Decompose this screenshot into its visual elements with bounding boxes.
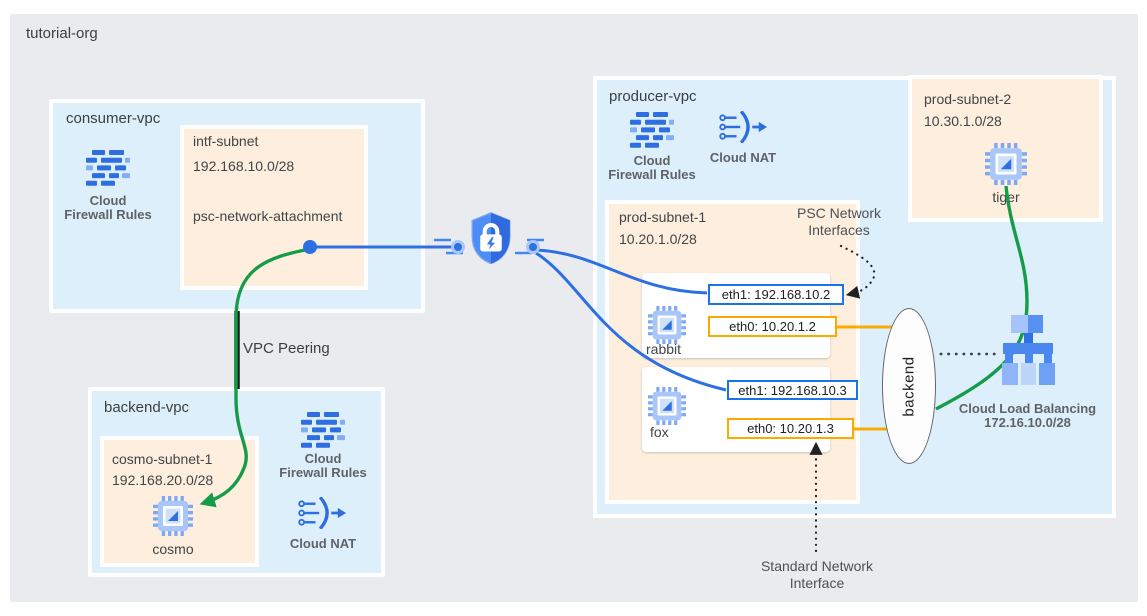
eth1-fox-box: eth1: 192.168.10.3 (727, 380, 858, 400)
cosmo-subnet-cidr: 192.168.20.0/28 (112, 472, 214, 488)
producer-vpc-label: producer-vpc (609, 88, 697, 105)
prod-subnet-1-cidr: 10.20.1.0/28 (619, 231, 697, 247)
private-service-connect-shield-icon (469, 212, 513, 264)
nat-caption: Cloud NAT (709, 150, 777, 165)
cloud-firewall-rules-icon (86, 150, 130, 186)
org-label: tutorial-org (26, 25, 98, 42)
vpc-peering-label: VPC Peering (243, 340, 330, 357)
firewall-caption: Cloud Firewall Rules (608, 153, 696, 182)
vm-icon-tiger (985, 143, 1027, 185)
cosmo-subnet-name: cosmo-subnet-1 (112, 451, 213, 467)
backend-vpc-label: backend-vpc (104, 399, 190, 416)
cloud-firewall-rules-icon (301, 412, 345, 448)
eth0-rabbit-box: eth0: 10.20.1.2 (708, 316, 837, 337)
prod-subnet-1-name: prod-subnet-1 (619, 209, 707, 225)
vm-name-cosmo: cosmo (152, 541, 194, 557)
eth1-rabbit-box: eth1: 192.168.10.2 (708, 284, 844, 305)
cloud-firewall-rules-icon (630, 112, 674, 148)
vm-icon-fox (648, 387, 686, 425)
nat-caption: Cloud NAT (289, 536, 357, 551)
cloud-nat-icon (718, 111, 768, 143)
consumer-vpc-label: consumer-vpc (66, 110, 161, 127)
vm-icon-cosmo (153, 496, 193, 536)
intf-subnet-name: intf-subnet (193, 133, 259, 149)
firewall-caption: Cloud Firewall Rules (279, 451, 367, 480)
prod-subnet-2-cidr: 10.30.1.0/28 (924, 113, 1002, 129)
psc-network-interfaces-annotation: PSC Network Interfaces (796, 205, 882, 238)
firewall-caption: Cloud Firewall Rules (64, 193, 152, 222)
backend-group-ellipse: backend (882, 308, 936, 464)
vm-name-tiger: tiger (992, 189, 1020, 205)
eth0-fox-box: eth0: 10.20.1.3 (727, 418, 854, 439)
standard-network-interface-annotation: Standard Network Interface (760, 558, 874, 591)
cloud-nat-icon (297, 497, 347, 529)
backend-group-label: backend (900, 355, 918, 417)
intf-subnet-cidr: 192.168.10.0/28 (193, 158, 295, 174)
load-balancer-caption: Cloud Load Balancing 172.16.10.0/28 (958, 401, 1097, 430)
cloud-load-balancing-icon (1001, 313, 1056, 385)
vm-name-rabbit: rabbit (646, 341, 682, 357)
vm-icon-rabbit (648, 306, 686, 344)
vm-name-fox: fox (650, 424, 669, 440)
prod-subnet-2-name: prod-subnet-2 (924, 91, 1012, 107)
psc-network-attachment-label: psc-network-attachment (193, 208, 343, 224)
